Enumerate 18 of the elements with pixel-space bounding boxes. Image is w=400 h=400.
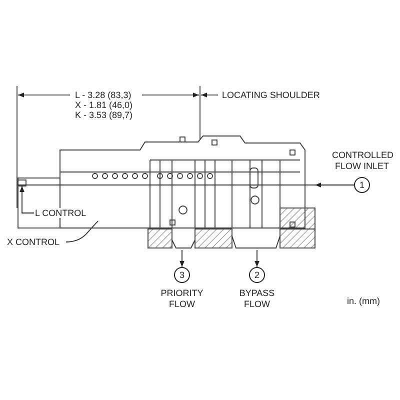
control-port-label: X CONTROL — [6, 237, 61, 247]
leader-line — [66, 220, 98, 242]
leader-line — [20, 186, 34, 214]
flow-arrow — [314, 182, 354, 188]
flow-arrow — [180, 250, 184, 268]
port-caption: PRIORITY FLOW — [160, 288, 204, 310]
flow-arrow — [254, 250, 260, 268]
port-caption: BYPASS FLOW — [238, 288, 276, 310]
unit-note: in. (mm) — [347, 296, 380, 306]
port-caption: CONTROLLED FLOW INLET — [332, 150, 392, 172]
dimension-text: K - 3.53 (89,7) — [75, 110, 133, 120]
port-number: 2 — [249, 267, 265, 283]
port-number: 3 — [174, 267, 190, 283]
part-label: LOCATING SHOULDER — [222, 90, 320, 100]
control-port-label: L CONTROL — [34, 208, 88, 218]
dimension-text: L - 3.28 (83,3) — [75, 90, 132, 100]
port-number: 1 — [354, 177, 370, 193]
dimension-text: X - 1.81 (46,0) — [75, 100, 133, 110]
